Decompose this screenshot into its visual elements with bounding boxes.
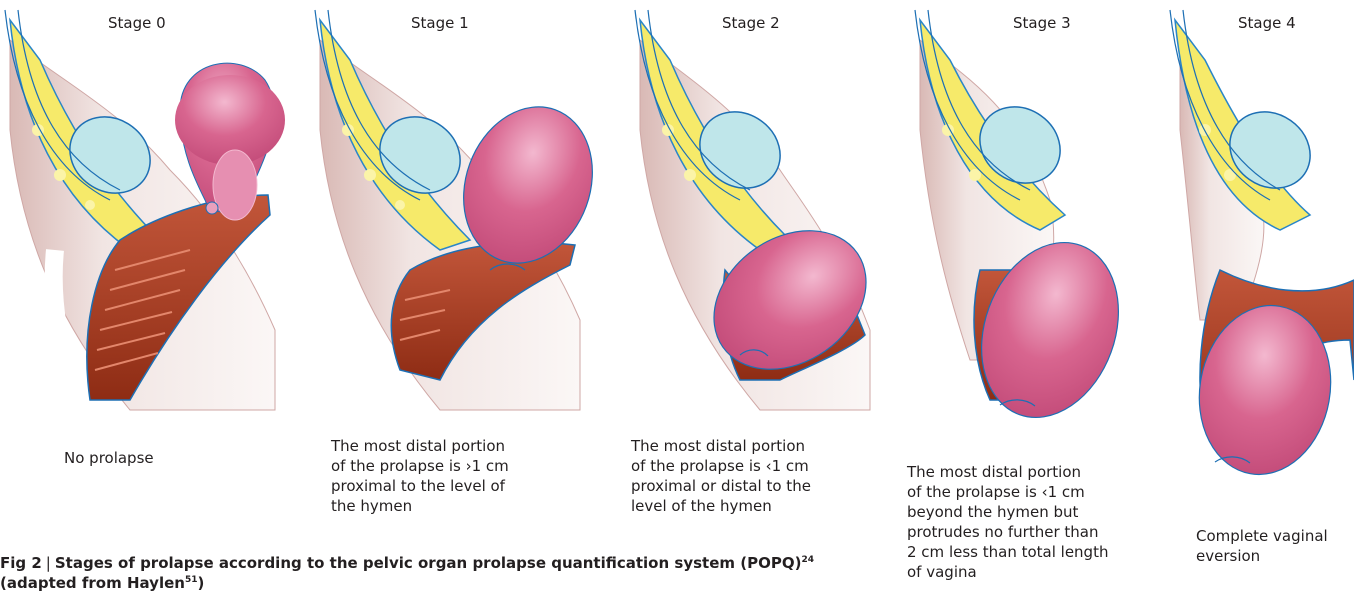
figure-caption: Fig 2|Stages of prolapse according to th…	[0, 553, 820, 593]
stage-1-caption: The most distal portion of the prolapse …	[331, 436, 509, 516]
stage-4-illustration	[1160, 0, 1354, 480]
figure-adapted: (adapted from Haylen	[0, 574, 185, 592]
stage-3-caption: The most distal portion of the prolapse …	[907, 462, 1108, 582]
figure-separator: |	[42, 554, 55, 572]
figure-ref-24: 24	[801, 555, 814, 565]
figure-close-paren: )	[197, 574, 204, 592]
stage-4-caption: Complete vaginal eversion	[1196, 526, 1328, 566]
stage-0-caption: No prolapse	[64, 448, 154, 468]
figure-label: Fig 2	[0, 554, 42, 572]
stage-3-illustration	[900, 0, 1130, 420]
figure-text: Stages of prolapse according to the pelv…	[55, 554, 802, 572]
stage-0-illustration	[0, 0, 290, 420]
stage-1-illustration	[300, 0, 600, 420]
figure-ref-51: 51	[185, 575, 198, 585]
stage-2-illustration	[620, 0, 880, 420]
stage-2-caption: The most distal portion of the prolapse …	[631, 436, 811, 516]
